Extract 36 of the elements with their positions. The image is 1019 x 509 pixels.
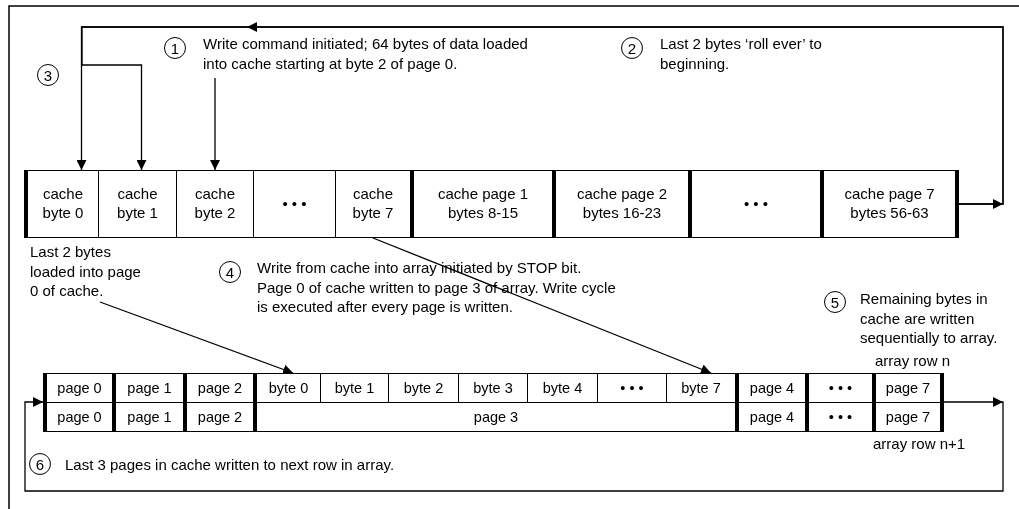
callout-number: 2 [621, 37, 643, 59]
memory-cell: page 2 [183, 373, 254, 403]
note-text: Last 2 bytes loaded into page 0 of cache. [30, 242, 142, 302]
memory-cell: page 0 [43, 402, 113, 432]
memory-cell: cache byte 1 [98, 170, 177, 238]
note-text: array row n [875, 351, 952, 371]
callout-number: 1 [164, 37, 186, 59]
memory-cell: cache byte 2 [176, 170, 254, 238]
memory-cell: cache byte 0 [24, 170, 99, 238]
memory-cell: page 4 [735, 373, 806, 403]
memory-cell: page 1 [112, 373, 184, 403]
callout-number: 4 [219, 261, 241, 283]
note-text: Remaining bytes in cache are written sequentially to array. [860, 289, 999, 348]
memory-cell: page 0 [43, 373, 113, 403]
memory-cell: cache page 2 bytes 16-23 [552, 170, 689, 238]
memory-cell: • • • [253, 170, 336, 238]
memory-cell: byte 0 [253, 373, 321, 403]
memory-cell: cache page 7 bytes 56-63 [820, 170, 959, 238]
memory-cell: page 7 [872, 402, 944, 432]
note-text: Last 2 bytes ‘roll ever’ to beginning. [660, 34, 823, 73]
note-text: array row n+1 [873, 434, 967, 454]
memory-cell: cache page 1 bytes 8-15 [410, 170, 553, 238]
memory-cell: page 4 [735, 402, 806, 432]
note-text: Write command initiated; 64 bytes of data loaded into cache starting at byte 2 of page 0. [203, 34, 533, 76]
memory-cell: page 1 [112, 402, 184, 432]
memory-cell: page 3 [253, 402, 736, 432]
note-text: Last 3 pages in cache written to next row in array. [65, 455, 396, 475]
memory-cell: • • • [805, 373, 873, 403]
memory-cell: • • • [688, 170, 821, 238]
callout-number: 6 [29, 453, 51, 475]
memory-cell: page 7 [872, 373, 944, 403]
memory-cell: page 2 [183, 402, 254, 432]
memory-cell: cache byte 7 [335, 170, 411, 238]
callout-number: 3 [37, 64, 59, 86]
callout-number: 5 [824, 291, 846, 313]
memory-cell: • • • [805, 402, 873, 432]
